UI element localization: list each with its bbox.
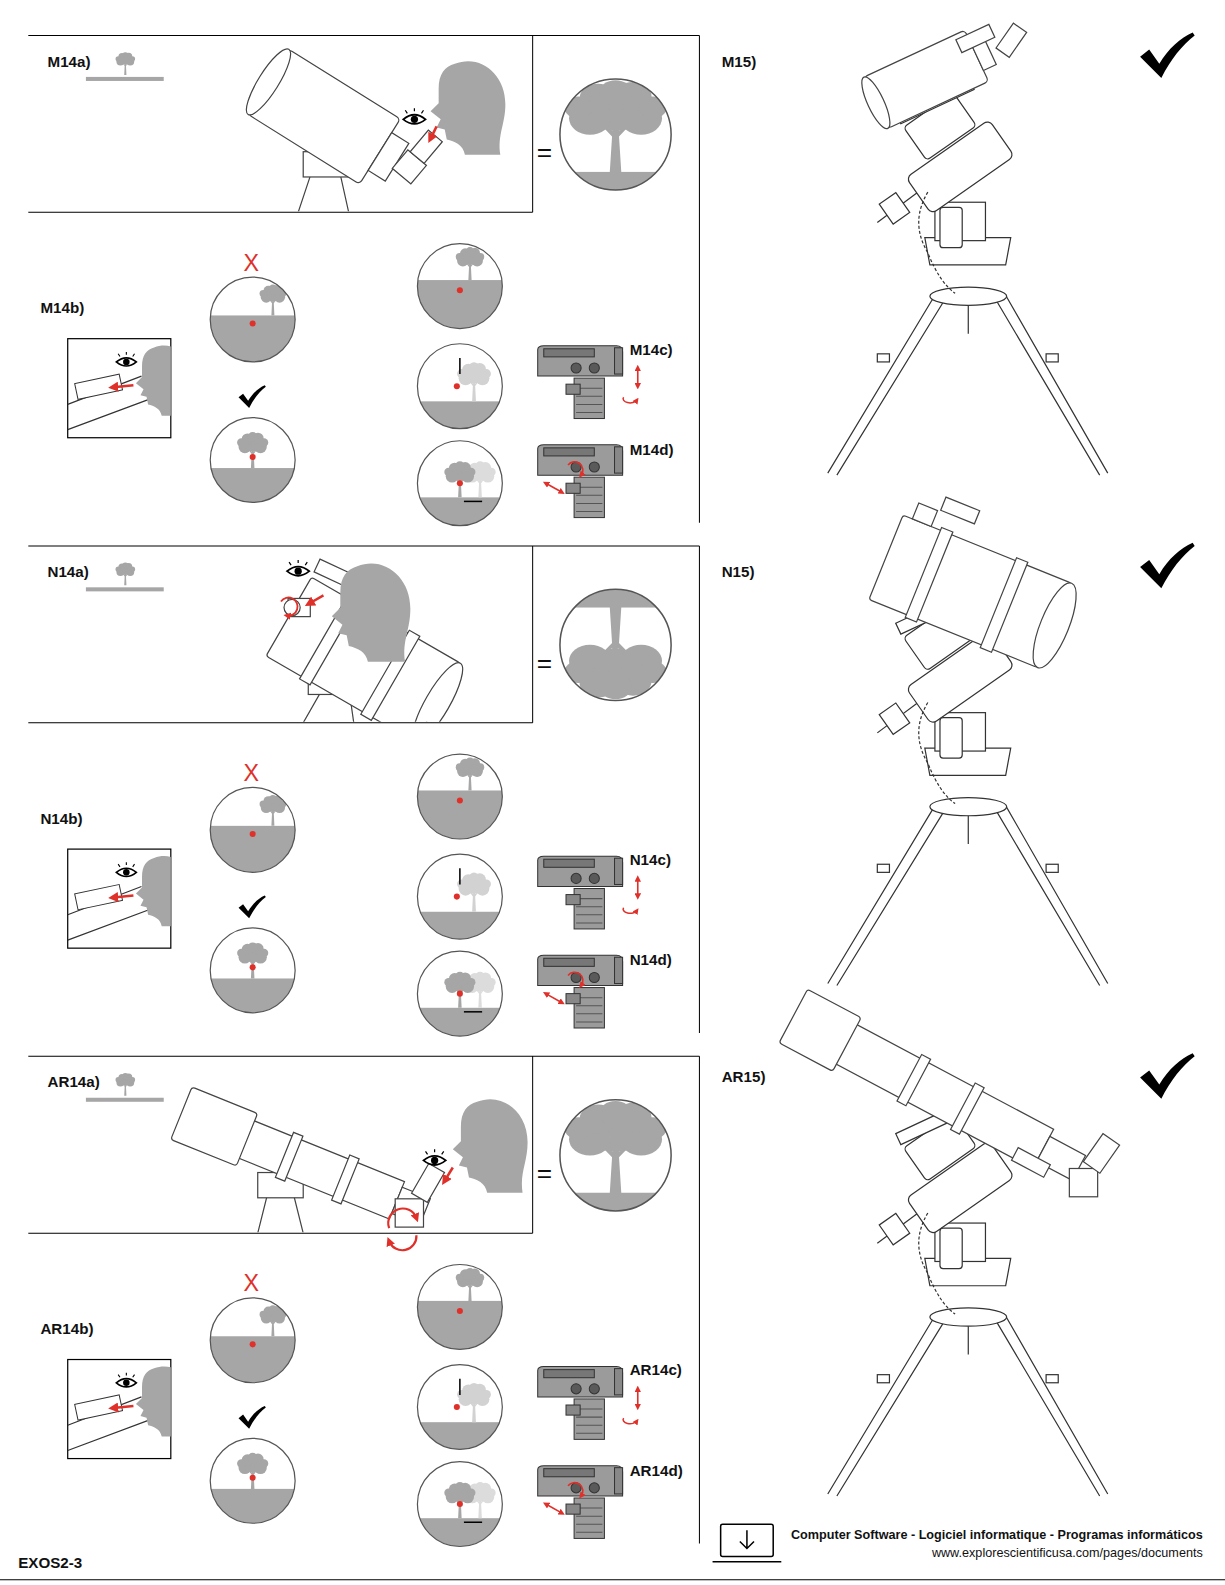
step-label: AR14a) xyxy=(48,1073,100,1090)
step-label: N14b) xyxy=(40,810,82,827)
step-label: M14c) xyxy=(630,341,673,358)
step-label: N14d) xyxy=(630,951,672,968)
step-label: M14b) xyxy=(40,299,84,316)
step-label: AR14c) xyxy=(630,1361,682,1378)
step-label: M14a) xyxy=(48,53,91,70)
wrong-mark: X xyxy=(244,250,260,277)
equals-sign: = xyxy=(537,1158,552,1188)
section-m xyxy=(28,23,1194,548)
wrong-mark: X xyxy=(244,1270,260,1297)
step-label: M14d) xyxy=(630,441,674,458)
section-n xyxy=(28,497,1194,1058)
footer xyxy=(0,1524,1225,1580)
wrong-mark: X xyxy=(244,760,260,787)
step-label: AR15) xyxy=(722,1068,766,1085)
footer-text: www.explorescientificusa.com/pages/docum… xyxy=(932,1546,1203,1561)
document-code: EXOS2-3 xyxy=(18,1554,82,1571)
section-ar xyxy=(28,989,1194,1568)
step-label: N15) xyxy=(722,563,755,580)
footer-text: Computer Software - Logiciel informatiqu… xyxy=(791,1528,1203,1543)
step-label: M15) xyxy=(722,53,757,70)
step-label: AR14d) xyxy=(630,1462,683,1479)
step-label: N14c) xyxy=(630,851,671,868)
step-label: N14a) xyxy=(48,563,89,580)
equals-sign: = xyxy=(537,648,552,678)
step-label: AR14b) xyxy=(40,1320,93,1337)
equals-sign: = xyxy=(537,137,552,167)
